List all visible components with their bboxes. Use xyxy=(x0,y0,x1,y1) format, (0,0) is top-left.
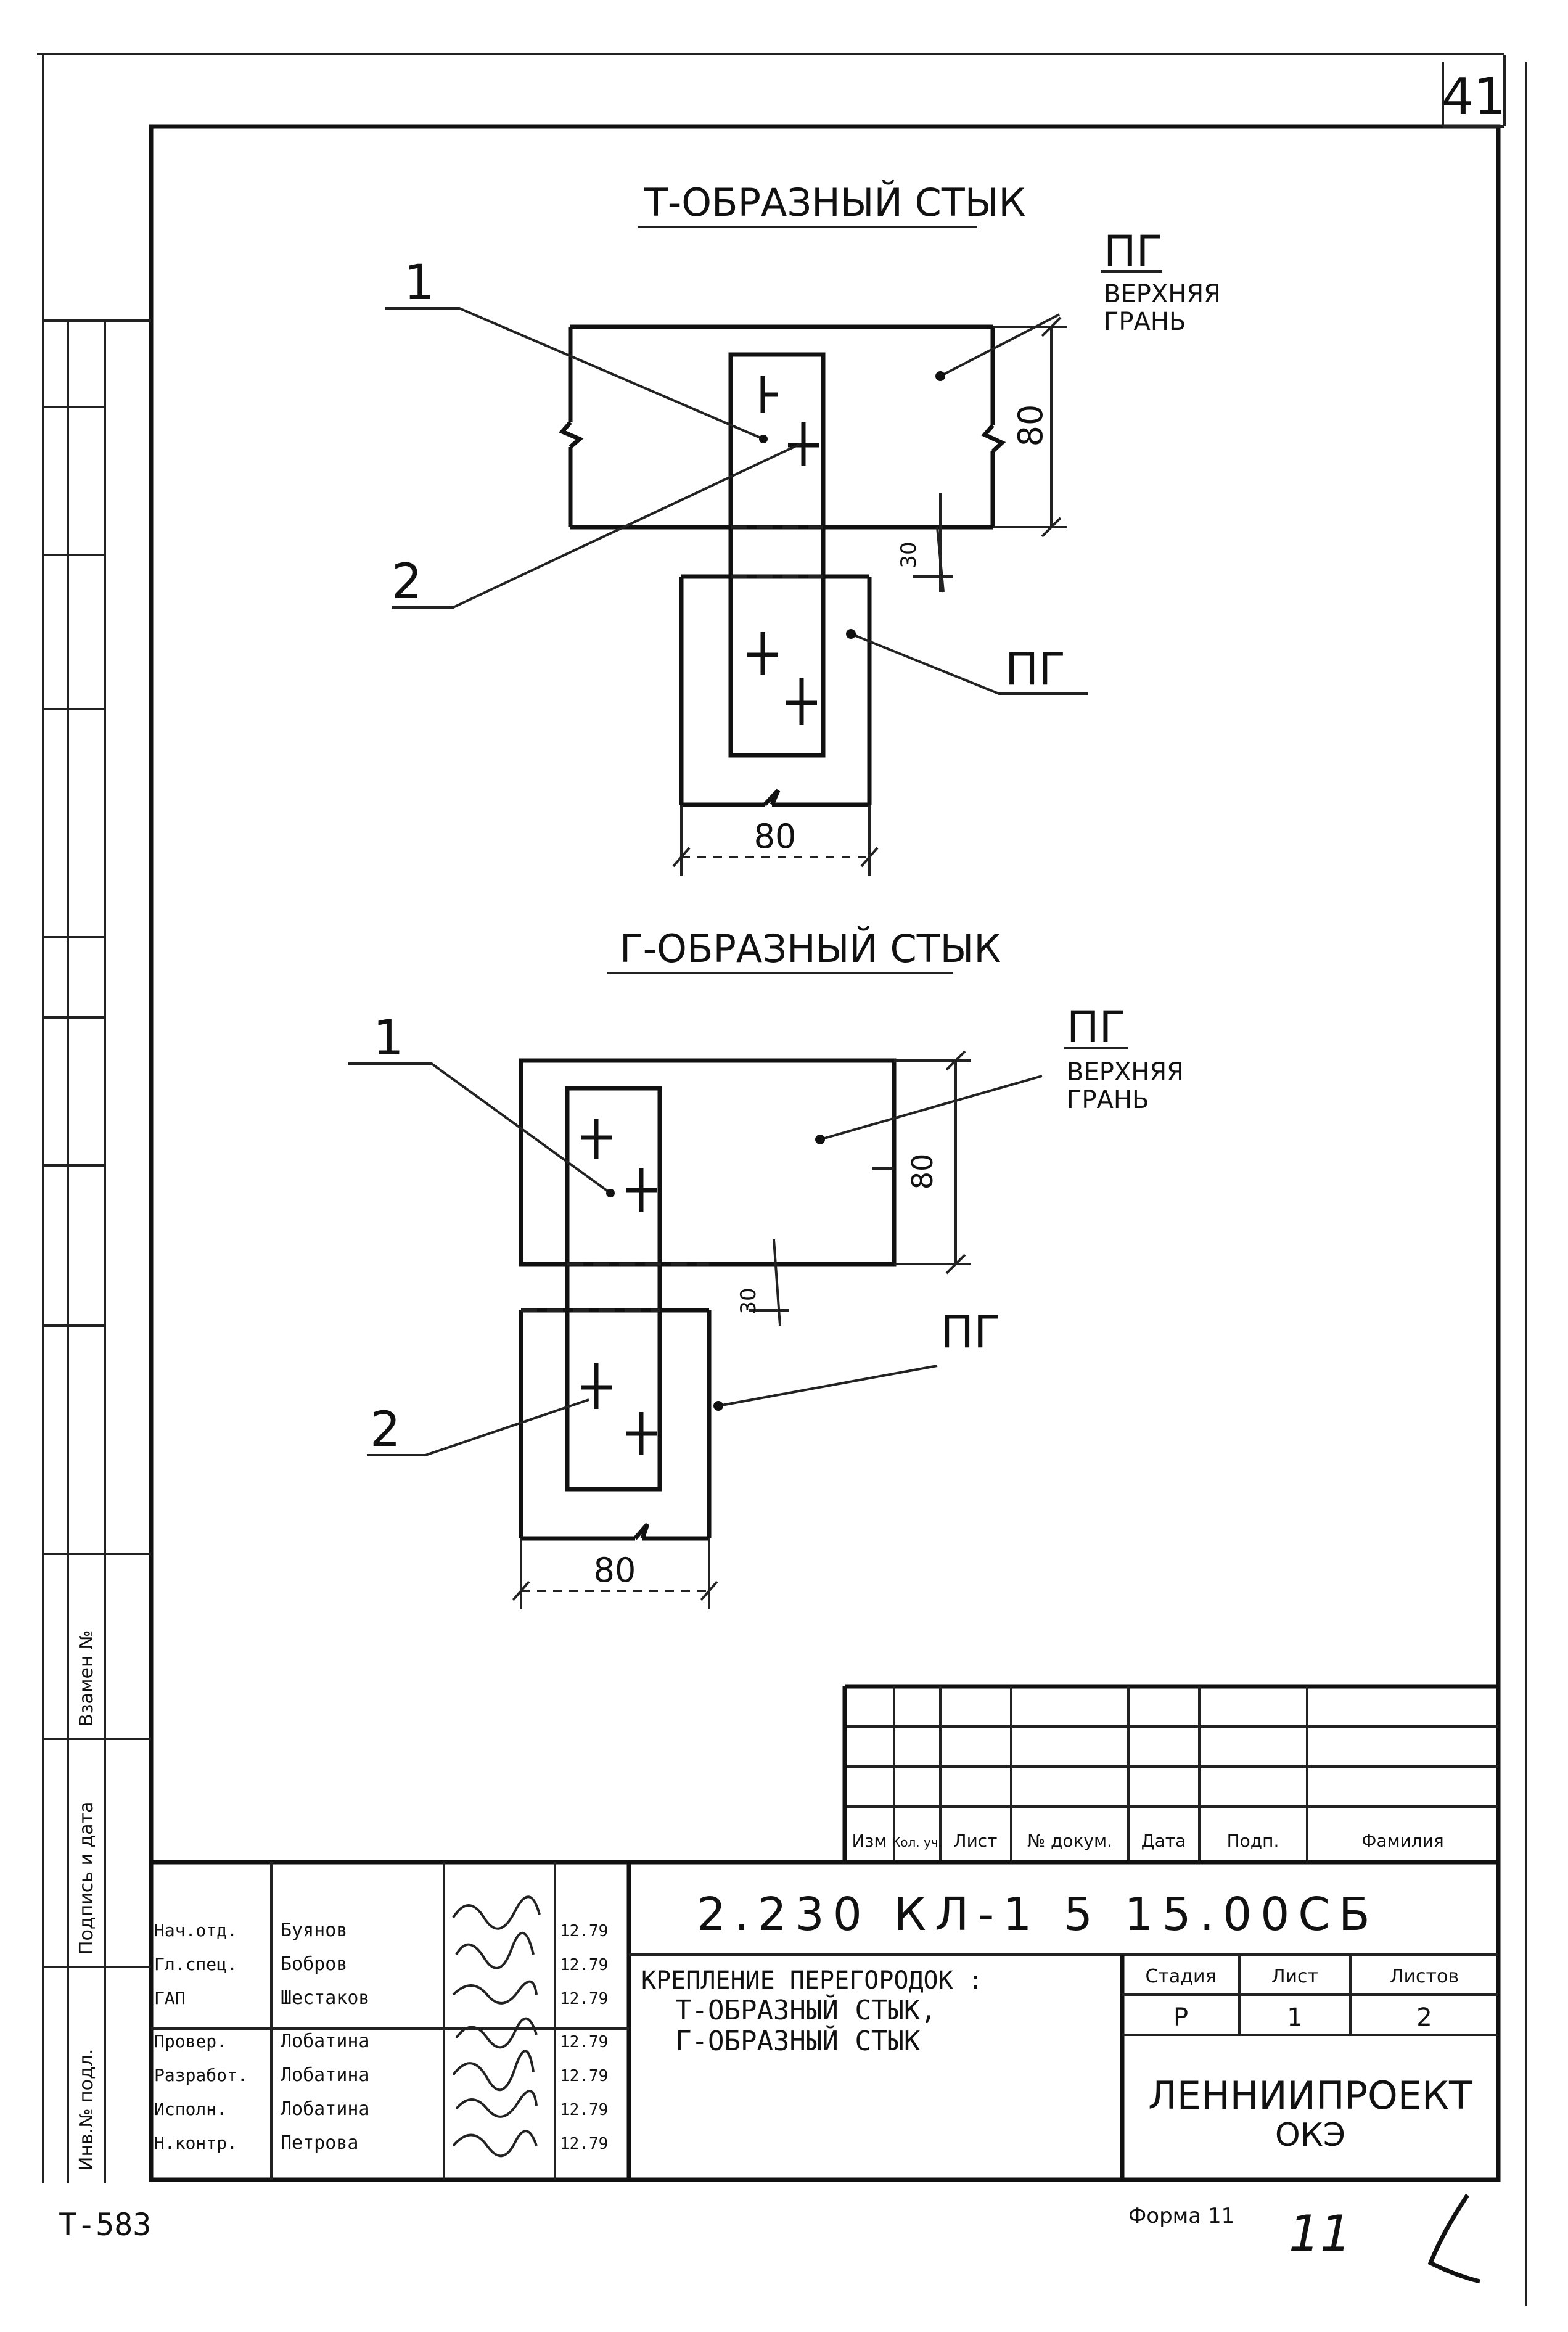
title-block xyxy=(151,1860,1498,2180)
name-row-7: Петрова xyxy=(281,2132,358,2154)
l-joint-leader-1 xyxy=(348,1062,612,1194)
l-joint-dim-gap: 30 xyxy=(736,1287,761,1314)
stamp-left: Т-583 xyxy=(59,2207,152,2243)
l-joint-top-label: ПГ xyxy=(1067,1002,1125,1053)
rev-header-change: Изм xyxy=(852,1831,887,1851)
date-row-2: 12.79 xyxy=(560,1956,608,1974)
name-row-3: Шестаков xyxy=(281,1987,370,2009)
role-row-6: Исполн. xyxy=(154,2099,227,2119)
t-joint-leader-bottom xyxy=(850,633,1088,695)
t-joint-bottom-label: ПГ xyxy=(1005,643,1065,695)
l-joint-upper-panel xyxy=(519,1058,897,1267)
name-row-2: Бобров xyxy=(281,1953,347,1975)
l-joint-fasteners xyxy=(581,1119,657,1455)
corner-mark xyxy=(1427,2194,1480,2284)
t-joint-dimensions xyxy=(672,316,1067,876)
name-row-1: Буянов xyxy=(281,1919,347,1941)
l-joint-top-face-2: ГРАНЬ xyxy=(1067,1086,1149,1114)
role-row-4: Провер. xyxy=(154,2031,227,2051)
l-joint-top-face-1: ВЕРХНЯЯ xyxy=(1067,1058,1184,1086)
l-joint-title: Г-ОБРАЗНЫЙ СТЫК xyxy=(620,926,1001,971)
rev-header-sign: Подп. xyxy=(1227,1831,1279,1851)
sheet-frame xyxy=(37,53,1527,2306)
margin-label-replaced: Взамен № xyxy=(76,1630,97,1726)
l-joint-bottom-label: ПГ xyxy=(940,1306,1001,1358)
rev-header-name: Фамилия xyxy=(1361,1831,1444,1851)
signature-rows: Нач.отд. Гл.спец. ГАП Провер. Разработ. … xyxy=(154,1919,608,2154)
t-joint-top-face-1: ВЕРХНЯЯ xyxy=(1104,280,1221,308)
t-joint-leader-1 xyxy=(385,307,764,440)
name-row-5: Лобатина xyxy=(281,2064,370,2086)
role-row-5: Разработ. xyxy=(154,2065,248,2085)
rev-header-doc: № докум. xyxy=(1027,1831,1112,1851)
t-joint-leader-2 xyxy=(392,443,801,609)
t-joint-lower-panel xyxy=(679,574,872,807)
l-joint-dimensions xyxy=(512,1050,971,1609)
sheets-value: 2 xyxy=(1416,2003,1432,2032)
rev-header-count: Кол. уч. xyxy=(892,1835,942,1850)
t-joint-dim-height: 80 xyxy=(1011,404,1050,447)
t-joint-callout-2: 2 xyxy=(392,554,422,610)
t-joint-fasteners xyxy=(747,376,819,725)
t-joint-callout-1: 1 xyxy=(404,255,435,311)
t-joint-upper-panel xyxy=(559,324,1006,530)
l-joint-dim-height: 80 xyxy=(906,1154,939,1190)
l-joint-callout-1: 1 xyxy=(373,1011,404,1066)
role-row-7: Н.контр. xyxy=(154,2133,237,2153)
left-margin-strip xyxy=(43,319,151,2183)
document-code: 2.230 КЛ-1 5 15.00СБ xyxy=(697,1888,1379,1941)
organization-unit: ОКЭ xyxy=(1275,2117,1345,2154)
date-row-6: 12.79 xyxy=(560,2101,608,2119)
l-joint-callout-2: 2 xyxy=(370,1402,401,1458)
description-line-2: Т-ОБРАЗНЫЙ СТЫК, xyxy=(675,1993,937,2026)
l-joint-leader-2 xyxy=(367,1398,589,1456)
l-joint-plate xyxy=(565,1086,662,1492)
role-row-1: Нач.отд. xyxy=(154,1920,237,1940)
l-joint-leader-top xyxy=(819,1075,1043,1141)
date-row-3: 12.79 xyxy=(560,1990,608,2008)
t-joint-dim-width: 80 xyxy=(754,817,797,856)
t-joint-dim-gap: 30 xyxy=(897,541,921,568)
t-joint-leader-top xyxy=(940,313,1060,377)
t-joint-title: Т-ОБРАЗНЫЙ СТЫК xyxy=(644,180,1025,225)
sheet-header: Лист xyxy=(1271,1966,1318,1987)
t-joint-view: Т-ОБРАЗНЫЙ СТЫК xyxy=(385,180,1221,876)
role-row-3: ГАП xyxy=(154,1988,186,2008)
date-row-7: 12.79 xyxy=(560,2135,608,2153)
signature-scribbles xyxy=(452,1895,541,2158)
margin-label-signature-date: Подпись и дата xyxy=(76,1802,97,1955)
l-joint-lower-panel xyxy=(519,1308,712,1541)
role-row-2: Гл.спец. xyxy=(154,1954,237,1974)
date-row-4: 12.79 xyxy=(560,2033,608,2051)
stage-header: Стадия xyxy=(1145,1966,1216,1987)
rev-header-sheet: Лист xyxy=(954,1831,998,1851)
sheet-number: 41 xyxy=(1442,68,1506,126)
l-joint-leader-bottom xyxy=(718,1365,938,1407)
revision-table xyxy=(842,1684,1498,1862)
stamp-right: Форма 11 xyxy=(1128,2204,1234,2228)
description-line-1: КРЕПЛЕНИЕ ПЕРЕГОРОДОК : xyxy=(641,1966,983,1995)
sheet-value: 1 xyxy=(1287,2003,1302,2032)
t-joint-plate xyxy=(728,352,826,758)
t-joint-top-face-2: ГРАНЬ xyxy=(1104,308,1186,336)
rev-header-date: Дата xyxy=(1141,1831,1186,1851)
name-row-4: Лобатина xyxy=(281,2030,370,2052)
organization-name: ЛЕННИИПРОЕКТ xyxy=(1148,2073,1473,2118)
name-row-6: Лобатина xyxy=(281,2098,370,2120)
margin-label-inventory: Инв.№ подл. xyxy=(76,2049,97,2170)
sheets-header: Листов xyxy=(1390,1966,1459,1987)
stage-value: Р xyxy=(1173,2003,1188,2032)
l-joint-dim-width: 80 xyxy=(594,1551,636,1590)
l-joint-view: Г-ОБРАЗНЫЙ СТЫК 1 2 ПГ ВЕРХНЯЯ ГРА xyxy=(348,926,1184,1609)
date-row-5: 12.79 xyxy=(560,2067,608,2085)
date-row-1: 12.79 xyxy=(560,1922,608,1940)
handwritten-page: 11 xyxy=(1289,2205,1352,2262)
description-line-3: Г-ОБРАЗНЫЙ СТЫК xyxy=(675,2024,921,2057)
t-joint-top-label: ПГ xyxy=(1104,226,1162,277)
